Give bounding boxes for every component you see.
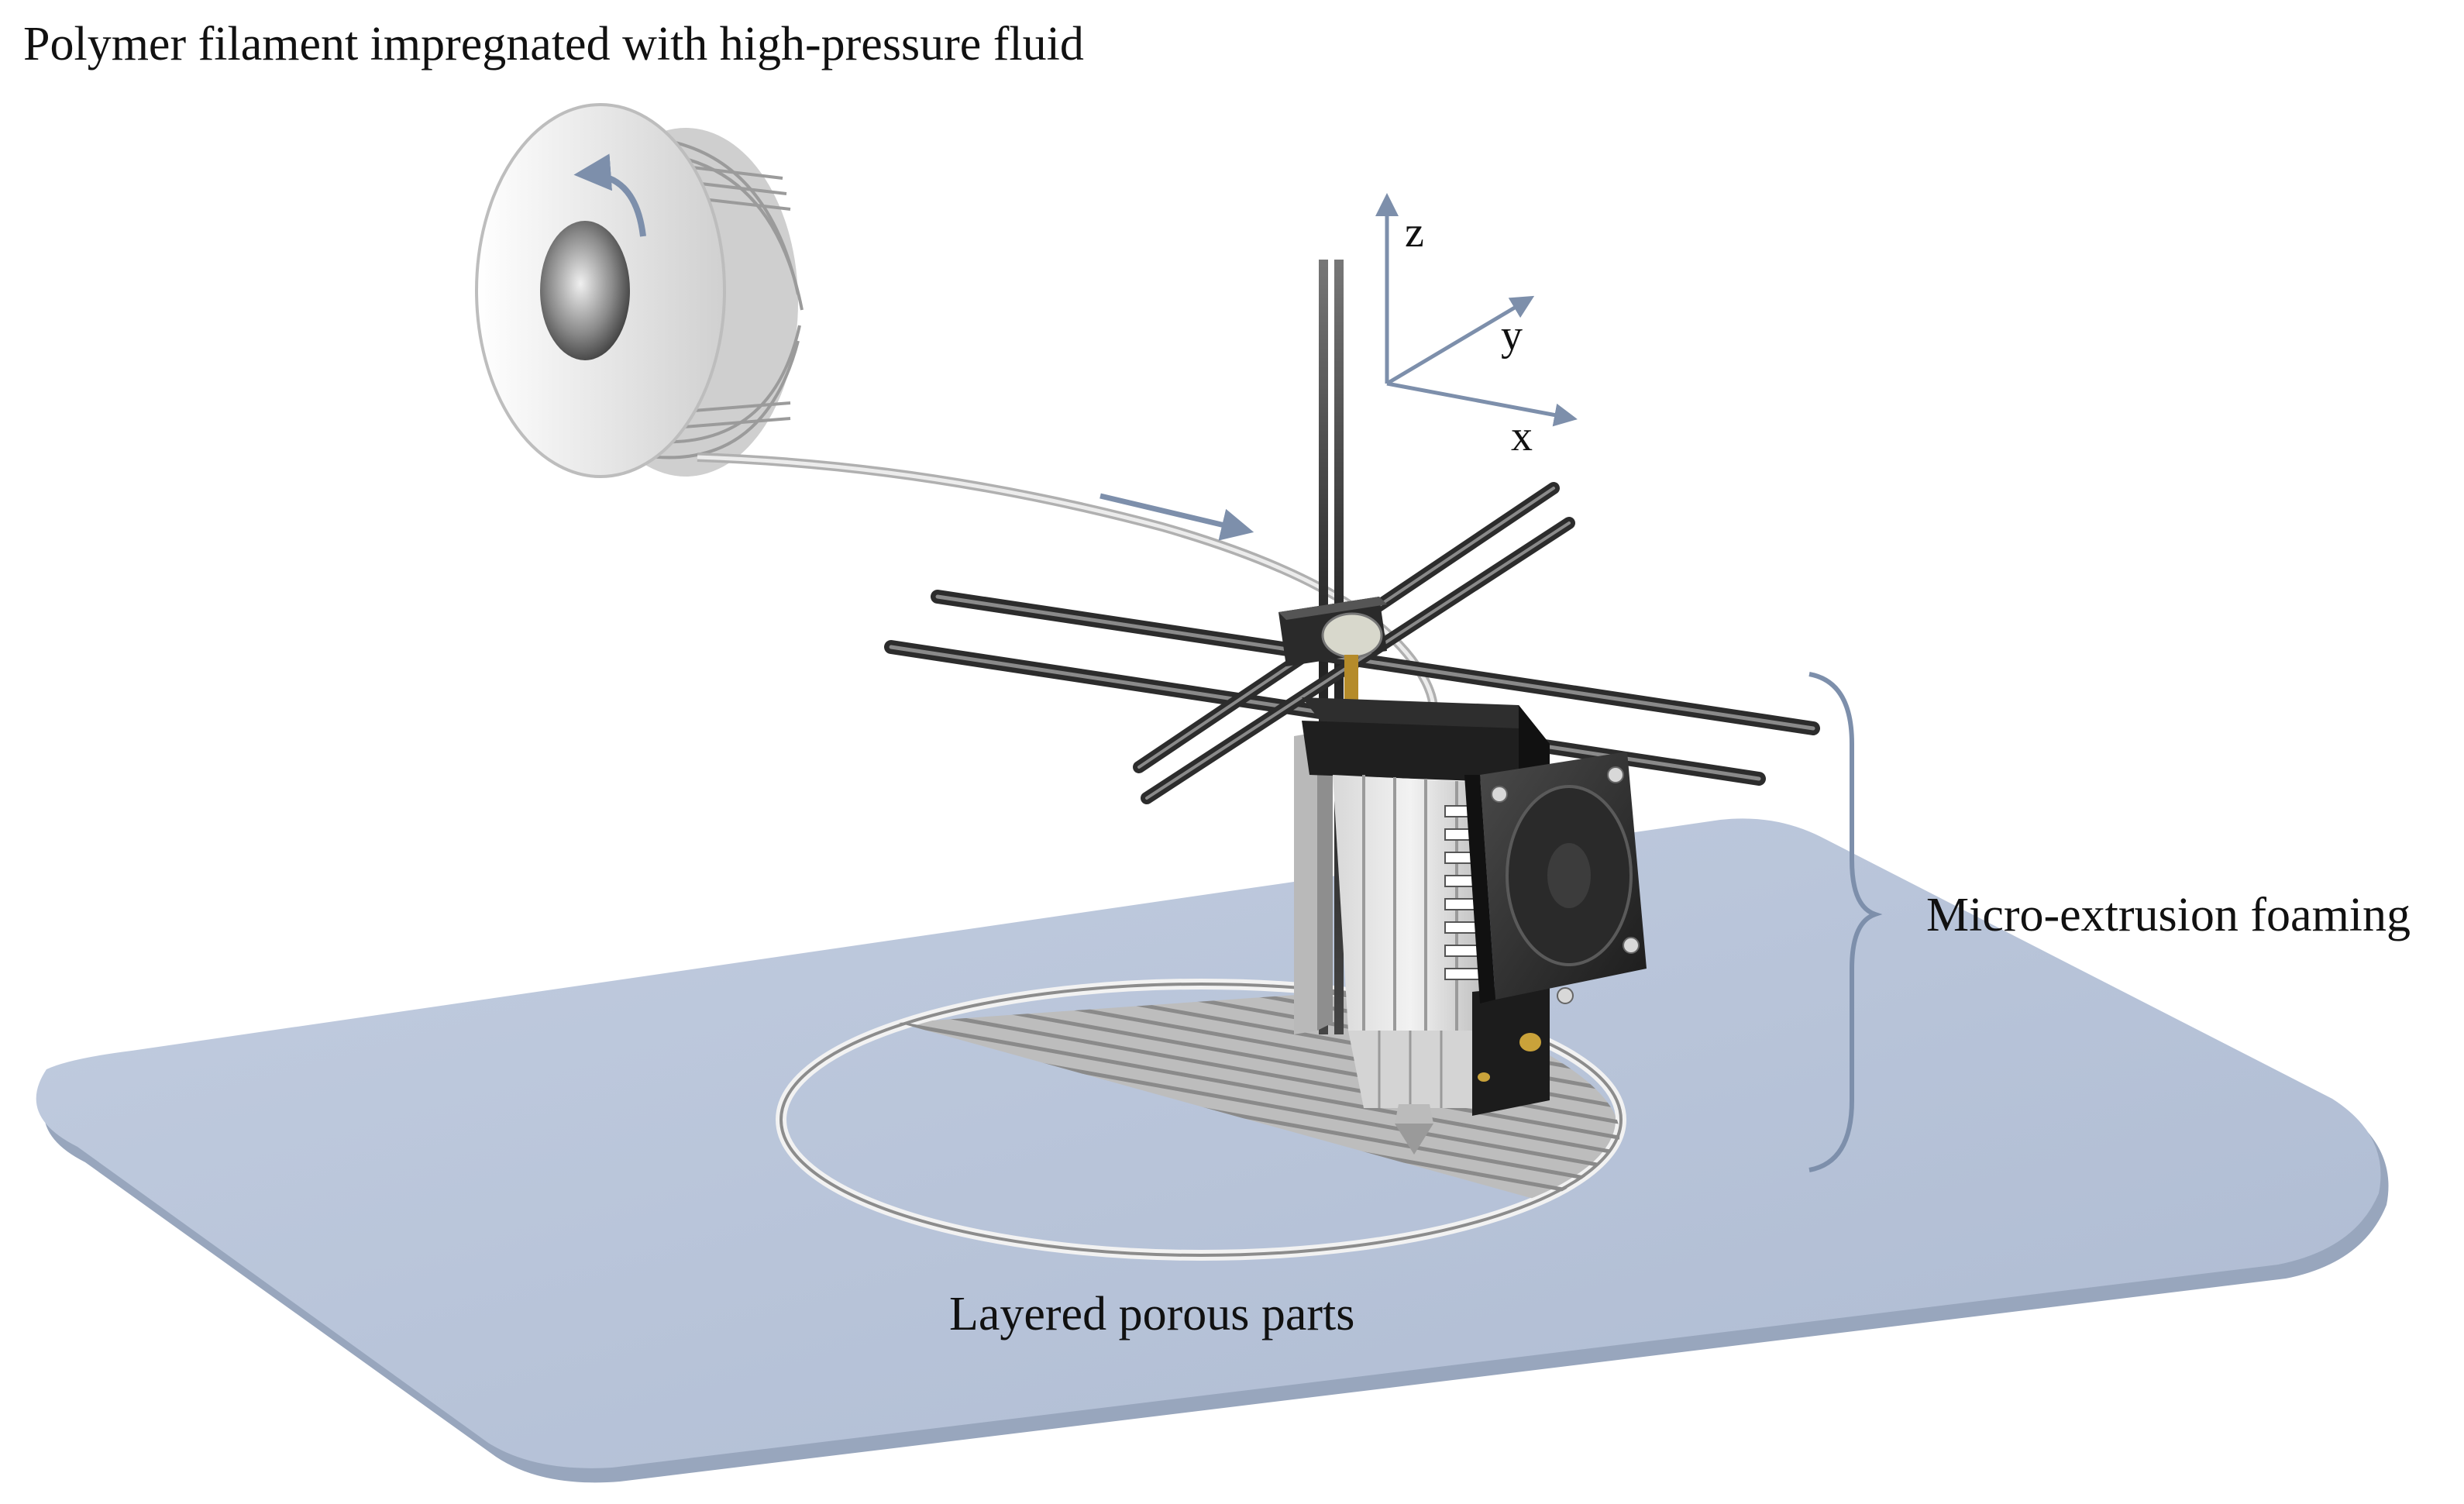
filament-label: Polymer filament impregnated with high-p… [23,18,1084,71]
filament-spool [475,103,804,478]
feed-direction-arrow [1100,493,1254,541]
axis-x-label: x [1511,412,1533,460]
extruder-assembly [1294,697,1647,1155]
parts-label: Layered porous parts [949,1288,1355,1341]
rotation-arrow [573,153,646,237]
axis-z-label: z [1405,208,1424,256]
process-brace [1808,672,1883,1172]
axis-y-label: y [1501,311,1523,360]
carriage-block [1278,597,1387,717]
coordinate-axes [1375,193,1578,427]
build-plate [36,818,2389,1483]
process-label: Micro-extrusion foaming [1926,889,2411,941]
